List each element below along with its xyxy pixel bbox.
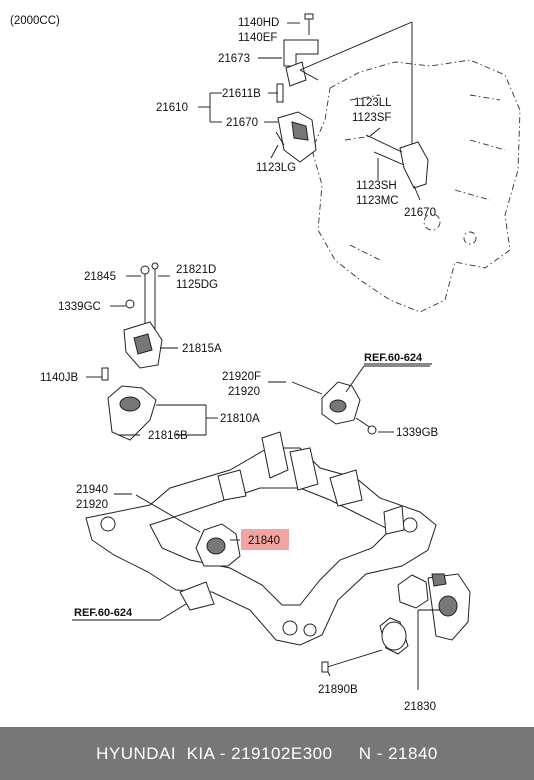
label-21920-left: 21920 [76,499,108,511]
label-21816B: 21816B [148,430,188,442]
footer-part-number: HYUNDAI KIA - 219102E300 N - 21840 [0,727,534,780]
transmission-mount-assembly [101,262,207,441]
front-mount-assembly [291,365,430,435]
label-1123MC: 1123MC [356,195,399,207]
ref-label-top: REF.60-624 [364,352,423,364]
label-1339GB: 1339GB [396,427,439,439]
rear-mount-assembly [321,573,471,673]
label-1140HD: 1140HD [238,17,279,29]
label-1123SF: 1123SF [352,112,391,124]
label-21815A: 21815A [182,343,222,355]
label-1125DG: 1125DG [176,279,218,291]
label-21821D: 21821D [176,264,216,276]
label-1123LL: 1123LL [354,97,392,109]
label-21670-top: 21670 [226,117,258,129]
label-1123SH: 1123SH [356,180,397,192]
label-21845: 21845 [84,271,116,283]
label-21940: 21940 [76,484,108,496]
label-21673: 21673 [218,53,250,65]
ref-label-left: REF.60-624 [74,607,133,619]
leader-lines [72,22,440,690]
label-21670-right: 21670 [404,207,436,219]
label-1339GC: 1339GC [58,301,101,313]
label-21840: 21840 [248,535,280,547]
parts-diagram: (2000CC) 1140HD 1140EF 21673 21611B 2161… [10,13,521,713]
mount-21840 [135,494,241,567]
label-1123LG: 1123LG [256,162,296,174]
engine-mount-bracket-assembly [275,13,429,189]
label-21610: 21610 [156,102,188,114]
variant-label: (2000CC) [10,15,60,27]
label-21920F: 21920F [222,371,261,383]
label-21611B: 21611B [222,88,261,100]
label-21810A: 21810A [220,413,260,425]
highlight-box [241,529,289,550]
label-1140EF: 1140EF [238,32,277,44]
label-21890B: 21890B [318,684,358,696]
label-21920-top: 21920 [228,386,260,398]
label-21830: 21830 [404,701,436,713]
label-1140JB: 1140JB [40,372,78,384]
